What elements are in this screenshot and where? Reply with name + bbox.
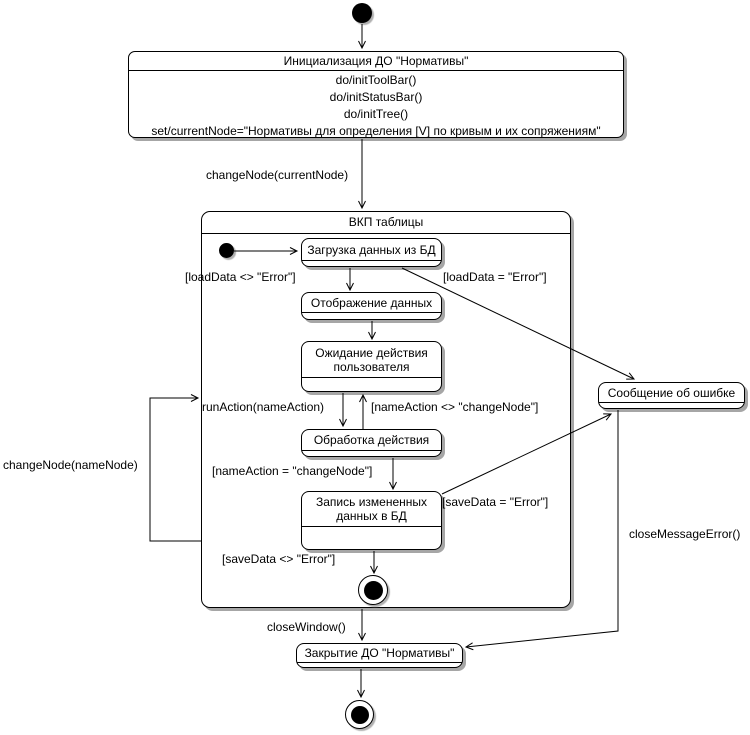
compartment-divider	[302, 526, 441, 549]
edge-label-change-name-node: changeNode(nameNode)	[3, 458, 138, 472]
compartment-divider	[599, 402, 744, 408]
compartment-divider	[302, 260, 441, 266]
state-action: do/initStatusBar()	[329, 90, 423, 104]
inner-initial-state-icon	[219, 243, 234, 258]
state-close-normativy: Закрытие ДО "Нормативы"	[296, 643, 463, 668]
compartment-divider	[302, 312, 441, 319]
edge-label-action-changenode: [nameAction = "changeNode"]	[212, 464, 373, 478]
state-action: set/currentNode="Нормативы для определен…	[151, 124, 601, 138]
edge-label-change-current-node: changeNode(currentNode)	[206, 168, 349, 182]
edge-vkp-self-loop	[149, 394, 201, 542]
state-init-normativy: Инициализация ДО "Нормативы" do/initTool…	[128, 51, 624, 138]
edge-label-save-ok: [saveData <> "Error"]	[222, 552, 336, 566]
compartment-divider	[302, 377, 441, 391]
final-state-icon	[345, 700, 374, 729]
compartment-divider	[297, 662, 462, 667]
edge-label-run-action: runAction(nameAction)	[202, 400, 325, 414]
state-error-message: Сообщение об ошибке	[598, 382, 745, 409]
edge-label-load-error: [loadData = "Error"]	[443, 270, 547, 284]
inner-final-state-icon	[358, 575, 388, 605]
state-action: do/initToolBar()	[335, 73, 417, 87]
state-action: do/initTree()	[343, 107, 409, 121]
state-process-action: Обработка действия	[301, 429, 442, 457]
state-load-data-db: Загрузка данных из БД	[301, 238, 442, 267]
edge-label-load-ok: [loadData <> "Error"]	[185, 270, 296, 284]
state-title: ВКП таблицы	[202, 212, 570, 234]
state-show-data: Отображение данных	[301, 292, 442, 320]
initial-state-icon	[352, 3, 372, 23]
state-write-data-db: Запись измененных данных в БД	[301, 491, 442, 550]
edge-label-save-error: [saveData = "Error"]	[442, 495, 549, 509]
edge-label-action-not-changenode: [nameAction <> "changeNode"]	[371, 400, 539, 414]
state-title: Инициализация ДО "Нормативы"	[129, 52, 623, 71]
edge-label-close-message-error: closeMessageError()	[629, 527, 741, 541]
edge-label-close-window: closeWindow()	[267, 620, 346, 634]
state-wait-user-action: Ожидание действия пользователя	[301, 341, 442, 392]
compartment-divider	[302, 450, 441, 456]
